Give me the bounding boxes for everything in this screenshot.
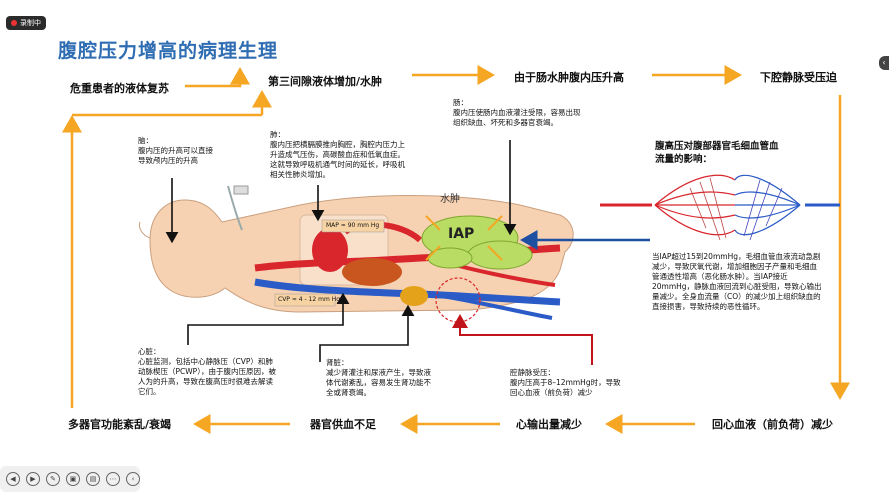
kidney-note: 肾脏： 减少肾灌注和尿液产生，导致液体代谢紊乱，容易发生肾功能不全或肾衰竭。: [326, 358, 434, 398]
liver-shape: [342, 258, 402, 286]
pause-icon[interactable]: ▶: [26, 472, 40, 486]
record-icon: [11, 20, 17, 26]
ivc-text: 腹内压高于8–12mmHg时，导致回心血液（前负荷）减少: [510, 378, 621, 397]
body-illustration: [139, 185, 574, 323]
arrow-1-to-2: [185, 67, 250, 88]
flow-mods: 多器官功能紊乱/衰竭: [68, 418, 172, 431]
ivc-title: 腔静脉受压：: [510, 368, 555, 377]
collapse-icon[interactable]: ‹: [879, 56, 889, 70]
heart-note: 心脏： 心脏监测，包括中心静脉压（CVP）和肺动脉楔压（PCWP），由于腹内压原…: [138, 347, 278, 397]
brain-note: 脑： 腹内压的升高可以直接导致颅内压的升高: [138, 136, 220, 166]
play-icon[interactable]: ◀: [6, 472, 20, 486]
kidney-text: 减少肾灌注和尿液产生，导致液体代谢紊乱，容易发生肾功能不全或肾衰竭。: [326, 368, 431, 397]
recording-label: 录制中: [20, 19, 41, 27]
camera-icon[interactable]: ▤: [86, 472, 100, 486]
intestine-shape: [421, 215, 533, 270]
ivc-note: 腔静脉受压： 腹内压高于8–12mmHg时，导致回心血液（前负荷）减少: [510, 368, 628, 398]
flow-iap-rise: 由于肠水肿腹内压升高: [514, 71, 624, 84]
ivc-arrow: [452, 314, 593, 365]
capillary-title: 腹高压对腹部器官毛细血管血流量的影响：: [655, 141, 779, 165]
gut-text: 腹内压使肠内血液灌注受限，容易出现组织缺血、坏死和多器官衰竭。: [453, 108, 581, 127]
flow-fluid-resuscitation: 危重患者的液体复苏: [70, 82, 169, 95]
collapse-toolbar-icon[interactable]: ‹: [126, 472, 140, 486]
pen-icon[interactable]: ✎: [46, 472, 60, 486]
flow-third-space: 第三间隙液体增加/水肿: [268, 75, 383, 88]
lung-text: 腹内压把横膈膜推向胸腔，胸腔内压力上升造成气压伤，高碳酸血症和低氧血症。这就导致…: [270, 140, 405, 179]
heart-title: 心脏：: [138, 347, 161, 356]
iap-label: IAP: [448, 226, 475, 242]
heart-text: 心脏监测，包括中心静脉压（CVP）和肺动脉楔压（PCWP），由于腹内压原因，被人…: [138, 357, 276, 396]
gut-title: 肠：: [453, 98, 468, 107]
cvp-label: CVP ≈ 4 - 12 mm Hg: [278, 296, 341, 303]
lung-title: 肺：: [270, 130, 285, 139]
capillary-network-illustration: [600, 174, 840, 241]
flow-organ-hypoperfusion: 器官供血不足: [310, 418, 376, 431]
capillary-text: 当IAP超过15到20mmHg，毛细血管血液流动急剧减少，导致厌氧代谢，增加细胞…: [652, 252, 822, 311]
brain-text: 腹内压的升高可以直接导致颅内压的升高: [138, 146, 213, 165]
pressure-arrows: [425, 215, 503, 261]
cycle-arrows: [62, 65, 850, 434]
map-label: MAP ≈ 90 mm Hg: [326, 222, 380, 229]
more-icon[interactable]: ⋯: [106, 472, 120, 486]
kidney-arrow: [319, 304, 415, 362]
presentation-toolbar: ◀ ▶ ✎ ▣ ▤ ⋯ ‹: [0, 466, 140, 492]
page-title: 腹腔压力增高的病理生理: [58, 40, 279, 62]
gut-note: 肠： 腹内压使肠内血液灌注受限，容易出现组织缺血、坏死和多器官衰竭。: [453, 98, 583, 128]
recording-badge[interactable]: 录制中: [6, 16, 46, 30]
flow-preload: 回心血液（前负荷）减少: [712, 418, 833, 431]
flow-cardiac-output: 心输出量减少: [516, 418, 582, 431]
screenshot-icon[interactable]: ▣: [66, 472, 80, 486]
brain-title: 脑：: [138, 136, 153, 145]
kidney-title: 肾脏：: [326, 358, 349, 367]
flow-ivc-compression: 下腔静脉受压迫: [760, 71, 837, 84]
lung-note: 肺： 腹内压把横膈膜推向胸腔，胸腔内压力上升造成气压伤，高碳酸血症和低氧血症。这…: [270, 130, 410, 180]
heart-arrow: [187, 292, 350, 345]
edema-label: 水肿: [440, 194, 460, 205]
kidney-shape: [400, 286, 428, 306]
